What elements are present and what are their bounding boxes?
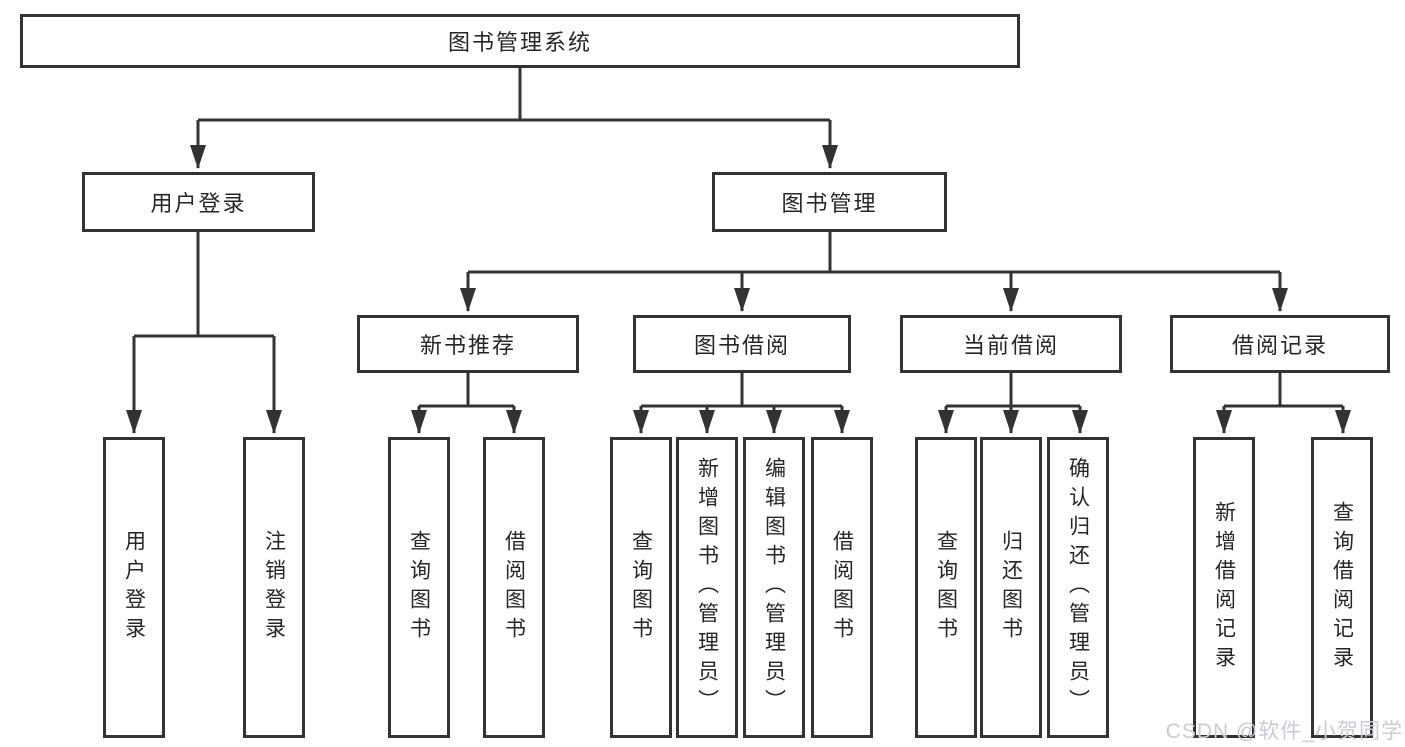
- leaf-borrowing-borrow-books-label: 借阅图书: [830, 529, 854, 646]
- node-library-system: 图书管理系统: [20, 14, 1020, 68]
- leaf-borrowing-query-books-label: 查询图书: [629, 529, 653, 646]
- leaf-user-login-label: 用户登录: [122, 529, 146, 646]
- node-library-system-label: 图书管理系统: [447, 30, 592, 55]
- leaf-recommend-query-books: 查询图书: [388, 437, 450, 738]
- leaf-logout: 注销登录: [243, 437, 305, 738]
- leaf-add-borrow-record: 新增借阅记录: [1193, 437, 1255, 738]
- leaf-borrowing-query-books: 查询图书: [610, 437, 672, 738]
- leaf-borrowing-borrow-books: 借阅图书: [811, 437, 873, 738]
- leaf-confirm-return-admin-label: 确认归还（管理员）: [1066, 457, 1090, 718]
- leaf-edit-books-admin-label: 编辑图书（管理员）: [762, 457, 786, 718]
- node-book-borrowing-label: 图书借阅: [693, 333, 790, 358]
- leaf-current-query-books-label: 查询图书: [934, 529, 958, 646]
- leaf-add-books-admin-label: 新增图书（管理员）: [695, 457, 719, 718]
- leaf-user-login: 用户登录: [103, 437, 165, 738]
- node-current-borrowing: 当前借阅: [900, 315, 1122, 373]
- node-new-book-recommend: 新书推荐: [357, 315, 579, 373]
- node-user-login: 用户登录: [82, 172, 315, 232]
- leaf-add-books-admin: 新增图书（管理员）: [676, 437, 738, 738]
- csdn-watermark: CSDN @软件_小贺同学: [1165, 720, 1403, 743]
- leaf-current-query-books: 查询图书: [915, 437, 977, 738]
- leaf-query-borrow-record: 查询借阅记录: [1311, 437, 1373, 738]
- node-user-login-label: 用户登录: [150, 191, 247, 216]
- leaf-confirm-return-admin: 确认归还（管理员）: [1047, 437, 1109, 738]
- node-book-borrowing: 图书借阅: [633, 315, 851, 373]
- node-borrow-records-label: 借阅记录: [1231, 333, 1328, 358]
- leaf-recommend-borrow-books: 借阅图书: [483, 437, 545, 738]
- node-book-management-label: 图书管理: [781, 191, 878, 216]
- leaf-query-borrow-record-label: 查询借阅记录: [1330, 500, 1354, 675]
- leaf-return-books: 归还图书: [980, 437, 1042, 738]
- tree-rails: [134, 68, 1343, 408]
- leaf-edit-books-admin: 编辑图书（管理员）: [743, 437, 805, 738]
- node-new-book-recommend-label: 新书推荐: [419, 333, 516, 358]
- leaf-recommend-query-books-label: 查询图书: [407, 529, 431, 646]
- node-book-management: 图书管理: [712, 172, 947, 232]
- leaf-add-borrow-record-label: 新增借阅记录: [1212, 500, 1236, 675]
- leaf-logout-label: 注销登录: [262, 529, 286, 646]
- node-current-borrowing-label: 当前借阅: [962, 333, 1059, 358]
- leaf-recommend-borrow-books-label: 借阅图书: [502, 529, 526, 646]
- node-borrow-records: 借阅记录: [1170, 315, 1390, 373]
- leaf-return-books-label: 归还图书: [999, 529, 1023, 646]
